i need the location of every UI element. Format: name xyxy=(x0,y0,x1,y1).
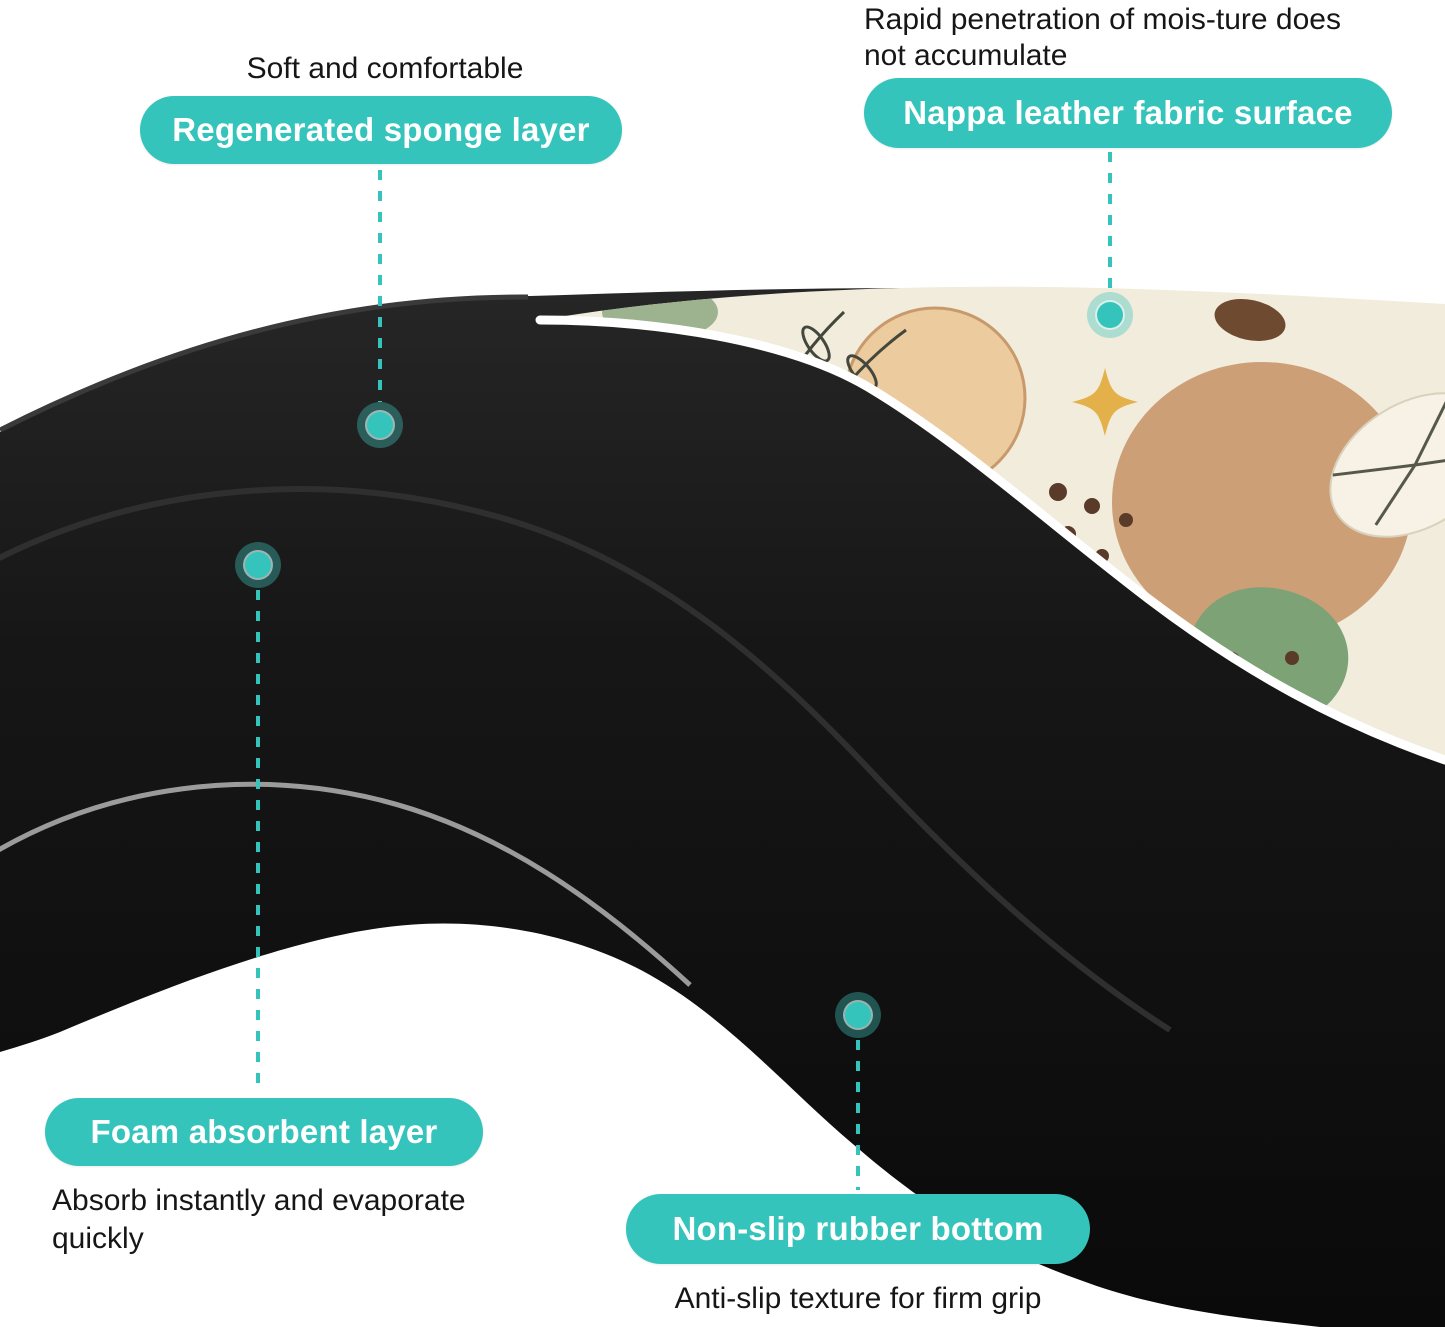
surface-note-line2: not accumulate xyxy=(864,39,1068,72)
sponge-marker-core xyxy=(367,412,393,438)
rubber-note: Anti-slip texture for firm grip xyxy=(626,1280,1090,1318)
sponge-callout-line xyxy=(378,170,382,402)
rubber-label-pill: Non-slip rubber bottom xyxy=(626,1194,1090,1264)
rubber-callout-line xyxy=(856,1040,860,1190)
rubber-note-text: Anti-slip texture for firm grip xyxy=(674,1282,1042,1315)
foam-note-line2: quickly xyxy=(52,1222,144,1255)
surface-note-line1: Rapid penetration of mois-ture does xyxy=(864,3,1341,36)
rubber-marker-core xyxy=(845,1002,871,1028)
foam-callout-line xyxy=(256,590,260,1094)
surface-callout-line xyxy=(1108,152,1112,292)
sponge-edge-highlight xyxy=(0,294,529,433)
rubber-marker-dot xyxy=(835,992,881,1038)
surface-marker-core xyxy=(1097,302,1123,328)
surface-marker-dot xyxy=(1087,292,1133,338)
sponge-marker-dot xyxy=(357,402,403,448)
surface-label-pill: Nappa leather fabric surface xyxy=(864,78,1392,148)
sponge-note-text: Soft and comfortable xyxy=(246,52,524,85)
foam-label-pill: Foam absorbent layer xyxy=(45,1098,483,1166)
fabric-edge-highlight xyxy=(535,315,1445,765)
foam-marker-core xyxy=(245,552,271,578)
rubber-crest-outline xyxy=(0,781,692,987)
foam-layer-separator xyxy=(0,486,1172,1033)
foam-note: Absorb instantly and evaporate quickly xyxy=(52,1182,542,1258)
surface-note: Rapid penetration of mois-ture does not … xyxy=(864,2,1424,74)
sponge-label-pill: Regenerated sponge layer xyxy=(140,96,622,164)
foam-marker-dot xyxy=(235,542,281,588)
sponge-note: Soft and comfortable xyxy=(160,50,610,88)
foam-note-line1: Absorb instantly and evaporate xyxy=(52,1184,466,1217)
